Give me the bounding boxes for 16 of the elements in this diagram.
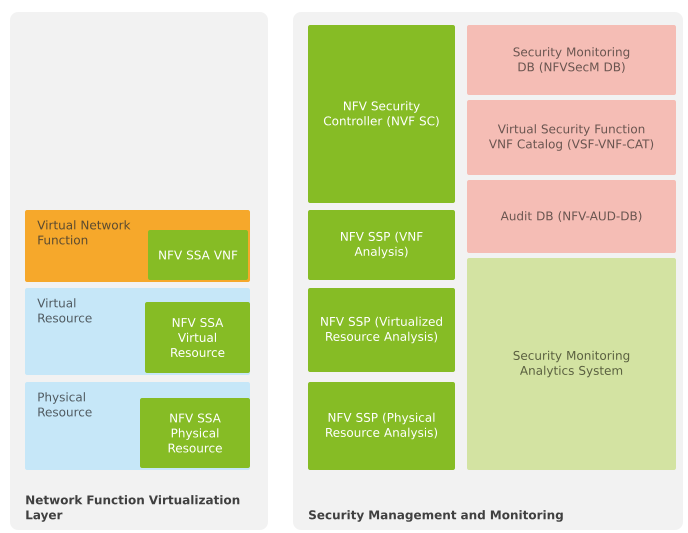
band-label: Physical Resource xyxy=(38,392,92,416)
box-label: NFV Security Controller (NVF SC) xyxy=(324,101,439,127)
band-label: Virtual Network Function xyxy=(37,220,130,244)
box-label: Virtual Security Function VNF Catalog (VSF-VNF-CAT) xyxy=(488,124,654,151)
box-label: NFV SSA Virtual Resource xyxy=(171,318,224,358)
box-label: Security Monitoring Analytics System xyxy=(514,350,630,378)
box-label: NFV SSP (Virtualized Resource Analysis) xyxy=(321,316,442,344)
box-label: Audit DB (NFV-AUD-DB) xyxy=(500,211,642,222)
box-label: NFV SSA Physical Resource xyxy=(168,413,222,453)
panel-title: Network Function Virtualization Layer xyxy=(26,495,240,522)
panel-title: Security Management and Monitoring xyxy=(309,510,563,522)
box-label: NFV SSP (Physical Resource Analysis) xyxy=(326,412,438,440)
band-label: Virtual Resource xyxy=(37,298,92,322)
box-label: Security Monitoring DB (NFVSecM DB) xyxy=(514,47,630,73)
box-label: NFV SSP (VNF Analysis) xyxy=(341,232,422,258)
box-label: NFV SSA VNF xyxy=(159,250,238,260)
